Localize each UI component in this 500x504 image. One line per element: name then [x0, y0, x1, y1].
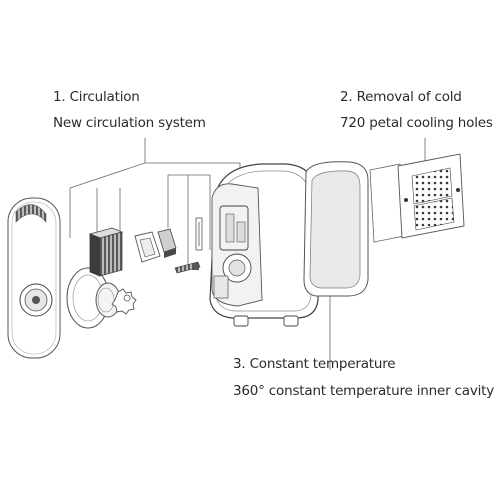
callout-circulation-subtitle: New circulation system	[53, 115, 206, 131]
mount-bracket	[195, 217, 203, 251]
callout-cold-removal-title: 2. Removal of cold	[340, 89, 462, 105]
callout-circulation-title: 1. Circulation	[53, 89, 140, 105]
fan-disk	[95, 282, 121, 318]
heat-sink-block	[88, 227, 124, 277]
cold-block	[157, 228, 177, 258]
cooling-hole-panel	[369, 153, 465, 243]
peltier-chip	[134, 231, 161, 263]
callout-temperature-subtitle: 360° constant temperature inner cavity	[233, 383, 495, 399]
main-body-shell	[209, 163, 319, 327]
front-door-panel	[7, 197, 61, 359]
callout-cold-removal-subtitle: 720 petal cooling holes	[340, 115, 493, 131]
callout-temperature-title: 3. Constant temperature	[233, 356, 396, 372]
inner-cavity-liner	[303, 161, 369, 297]
small-gear	[111, 288, 137, 315]
small-clip	[192, 263, 199, 270]
